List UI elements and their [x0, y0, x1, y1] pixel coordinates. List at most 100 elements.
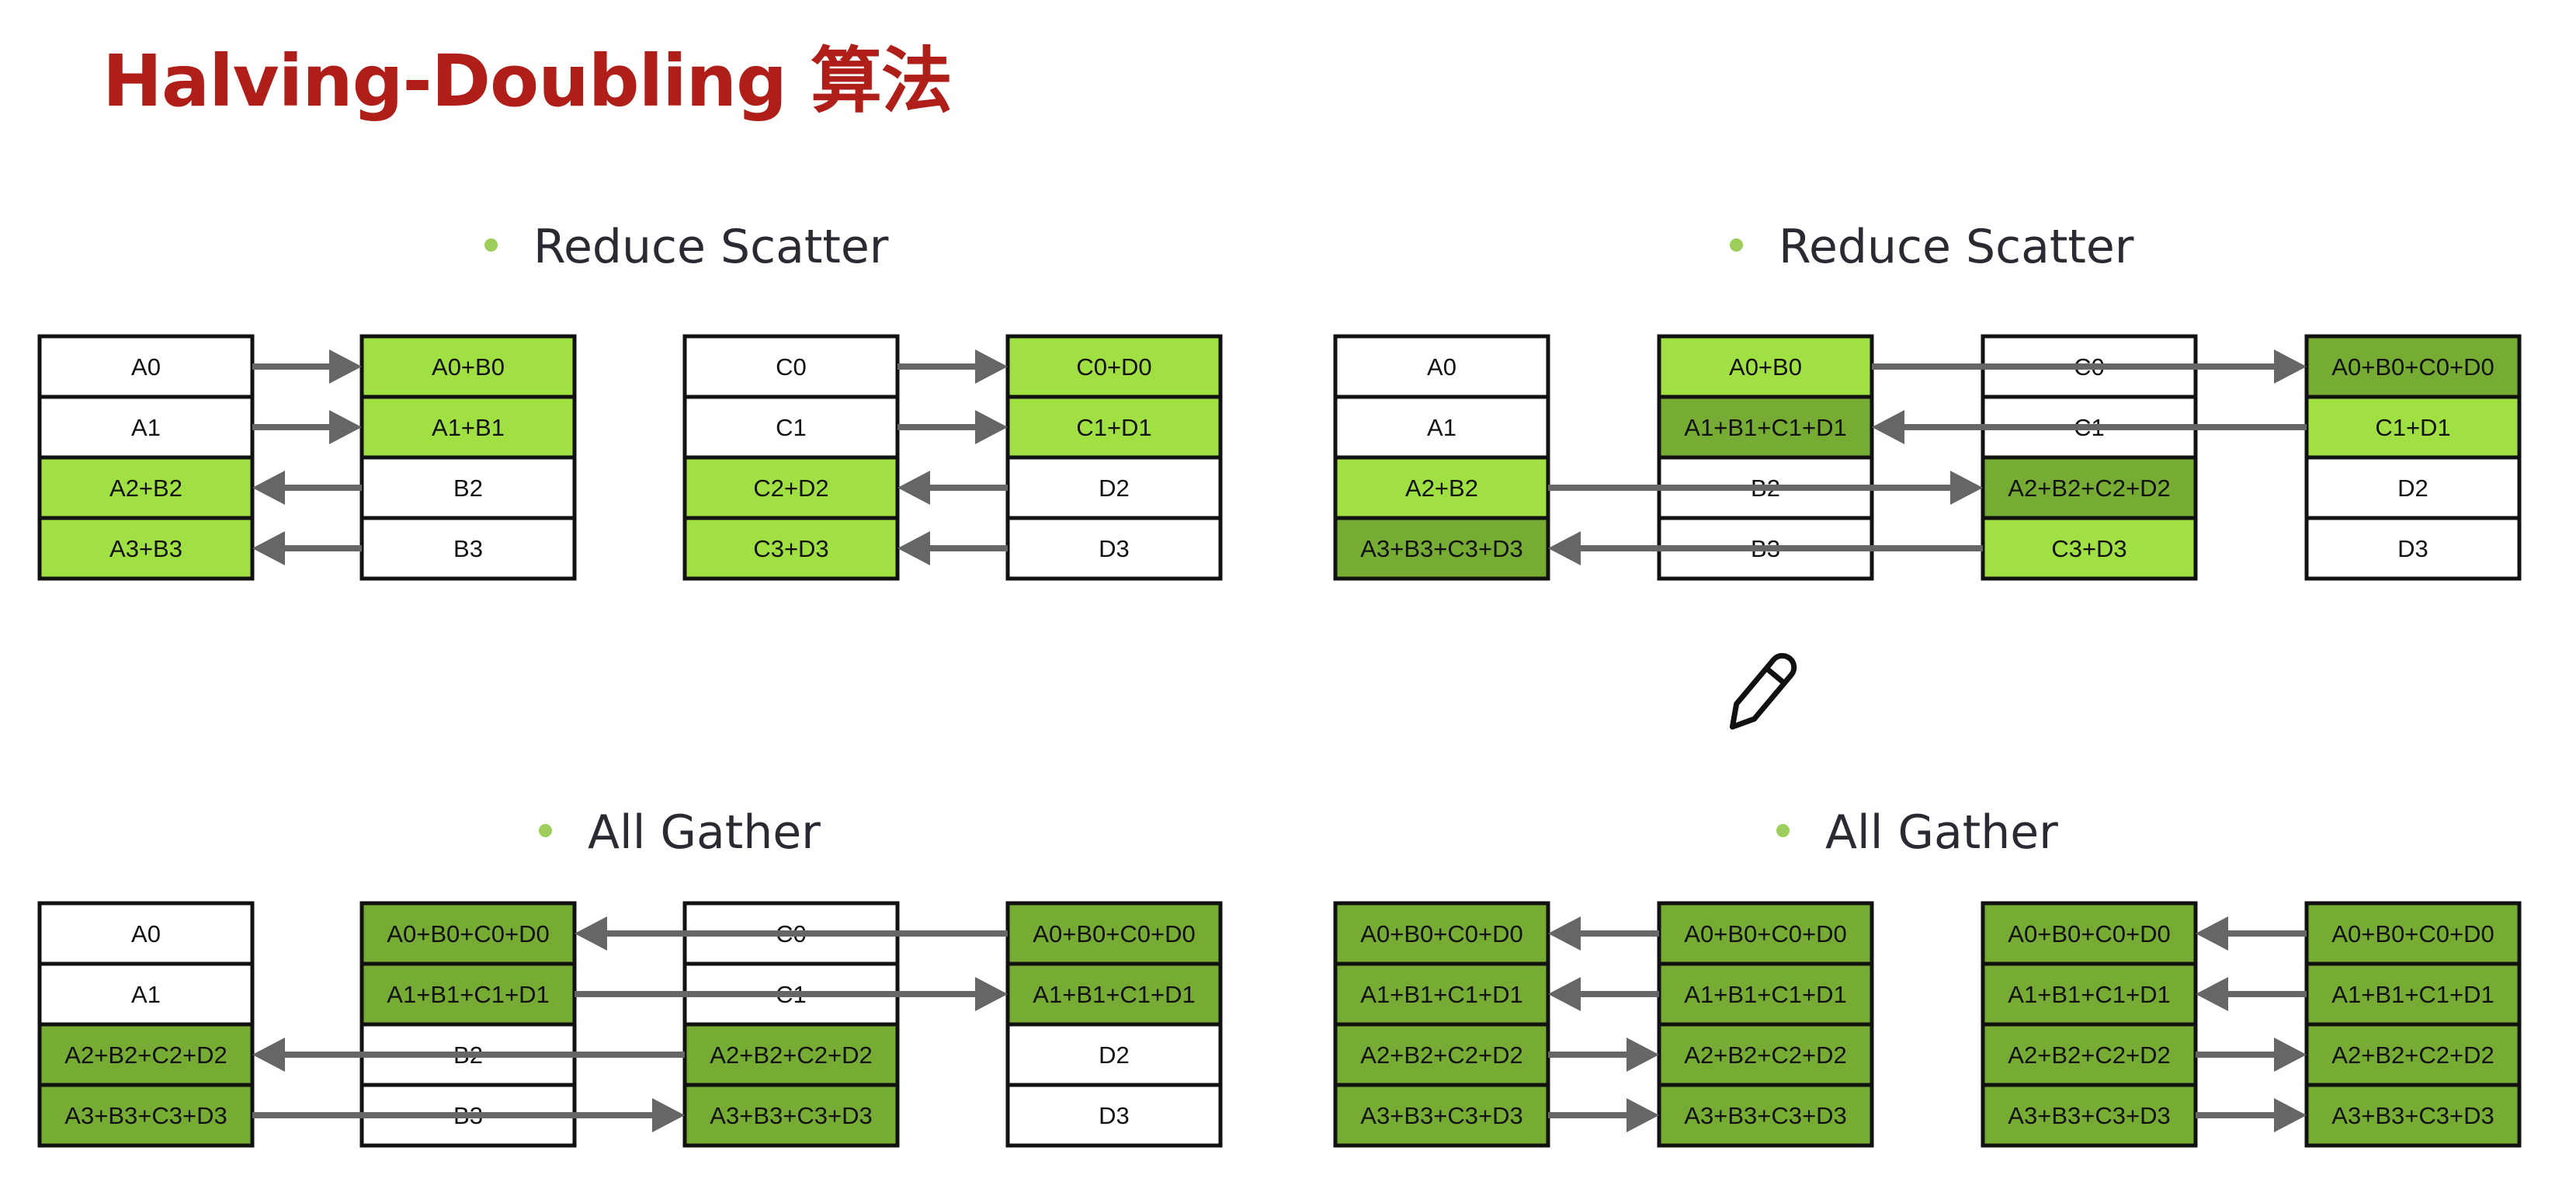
cell-box [1981, 1022, 2198, 1087]
arrow-head [2274, 1038, 2307, 1072]
cell-label: D3 [1099, 1102, 1130, 1129]
bullet-icon [539, 823, 552, 837]
panel-reduce-scatter-step1: A0A1A2+B2A3+B3A0+B0A1+B1B2B3C0C1C2+D2C3+… [37, 334, 1223, 581]
cell-label: A0+B0+C0+D0 [1033, 920, 1195, 947]
cell-label: A1+B1+C1+D1 [387, 981, 549, 1008]
buffer-column: A0+B0+C0+D0A1+B1+C1+D1A2+B2+C2+D2A3+B3+C… [1333, 901, 1550, 1148]
buffer-cell: C1+D1 [2304, 395, 2522, 460]
arrow-head [652, 1098, 685, 1132]
buffer-cell: A1+B1+C1+D1 [1005, 961, 1223, 1027]
cell-box [37, 1022, 255, 1087]
arrow-left [1548, 531, 1983, 565]
cell-label: B2 [453, 475, 483, 502]
buffer-cell: A0+B0+C0+D0 [1005, 901, 1223, 966]
bullet-icon [484, 238, 498, 252]
cell-box [359, 901, 577, 966]
buffer-cell: A1+B1+C1+D1 [2304, 961, 2522, 1027]
panel-all-gather-step2: A0+B0+C0+D0A1+B1+C1+D1A2+B2+C2+D2A3+B3+C… [1333, 901, 2522, 1148]
cell-box [359, 516, 577, 581]
arrow-left [1548, 977, 1659, 1011]
cell-box [1981, 1083, 2198, 1148]
buffer-cell: A3+B3+C3+D3 [2304, 1083, 2522, 1148]
cell-box [682, 334, 900, 399]
buffer-cell: A3+B3 [37, 516, 255, 581]
buffer-cell: A0+B0+C0+D0 [1981, 901, 2198, 966]
cell-label: C2+D2 [753, 475, 828, 502]
buffer-cell: C3+D3 [682, 516, 900, 581]
cell-label: A1 [131, 981, 161, 1008]
cell-label: A2+B2+C2+D2 [710, 1041, 872, 1069]
panel-reduce-scatter-step2: A0A1A2+B2A3+B3+C3+D3A0+B0A1+B1+C1+D1B2B3… [1333, 334, 2522, 581]
arrow-head [897, 531, 930, 565]
cell-label: A1+B1 [432, 414, 505, 441]
buffer-cell: A2+B2+C2+D2 [1657, 1022, 1874, 1087]
buffer-cell: D2 [1005, 1022, 1223, 1087]
panel-all-gather-step1: A0A1A2+B2+C2+D2A3+B3+C3+D3A0+B0+C0+D0A1+… [37, 901, 1223, 1148]
cell-label: A1+B1+C1+D1 [1360, 981, 1522, 1008]
heading-reduce-scatter-right: Reduce Scatter [1730, 224, 2133, 270]
cell-box [2304, 455, 2522, 520]
buffer-cell: C1 [682, 395, 900, 460]
buffer-cell: C0 [682, 334, 900, 399]
cell-label: A2+B2+C2+D2 [2008, 1041, 2170, 1069]
heading-reduce-scatter-left: Reduce Scatter [484, 224, 888, 270]
cell-box [2304, 334, 2522, 399]
arrow-head [252, 1038, 285, 1072]
arrow-right [2196, 1098, 2307, 1132]
buffer-cell: D3 [2304, 516, 2522, 581]
cell-label: A3+B3 [109, 535, 182, 562]
arrow-left [252, 531, 362, 565]
arrow-head [975, 410, 1008, 444]
cell-box [1657, 901, 1874, 966]
arrow-left [897, 531, 1008, 565]
arrow-head [1548, 916, 1581, 951]
cell-label: A1 [1427, 414, 1456, 441]
arrow-head [575, 916, 607, 951]
cell-box [1657, 395, 1874, 460]
cell-label: A2+B2+C2+D2 [1684, 1041, 1846, 1069]
arrow-right [1548, 471, 1983, 505]
cell-box [682, 516, 900, 581]
cell-label: A2+B2+C2+D2 [2008, 475, 2170, 502]
arrow-right [252, 349, 362, 384]
arrow-left [1548, 916, 1659, 951]
cell-label: A1+B1+C1+D1 [1684, 414, 1846, 441]
cell-label: A3+B3+C3+D3 [1360, 535, 1522, 562]
buffer-cell: D2 [2304, 455, 2522, 520]
cell-label: A0+B0+C0+D0 [2008, 920, 2170, 947]
cell-label: C0+D0 [1076, 353, 1151, 381]
buffer-cell: D3 [1005, 516, 1223, 581]
buffer-cell: A2+B2+C2+D2 [1981, 455, 2198, 520]
arrow-right [252, 410, 362, 444]
buffer-cell: A3+B3+C3+D3 [37, 1083, 255, 1148]
arrow-right [252, 1098, 685, 1132]
cell-box [37, 334, 255, 399]
cell-box [2304, 901, 2522, 966]
arrow-left [252, 471, 362, 505]
cell-label: C1+D1 [2375, 414, 2450, 441]
cell-box [1005, 395, 1223, 460]
arrow-head [1548, 977, 1581, 1011]
cell-box [1005, 901, 1223, 966]
buffer-cell: C1+D1 [1005, 395, 1223, 460]
buffer-cell: C0+D0 [1005, 334, 1223, 399]
buffer-cell: A1 [37, 395, 255, 460]
cell-label: A0+B0 [1729, 353, 1802, 381]
arrow-right [1548, 1098, 1659, 1132]
cell-label: A0 [131, 353, 161, 381]
buffer-cell: B2 [359, 455, 577, 520]
pencil-icon [1725, 646, 1804, 735]
buffer-cell: A0+B0+C0+D0 [1657, 901, 1874, 966]
cell-label: D3 [1099, 535, 1130, 562]
cell-label: A1+B1+C1+D1 [1684, 981, 1846, 1008]
buffer-cell: A2+B2 [37, 455, 255, 520]
arrow-head [897, 471, 930, 505]
buffer-cell: A0+B0 [1657, 334, 1874, 399]
cell-box [37, 901, 255, 966]
cell-label: C1 [776, 414, 807, 441]
